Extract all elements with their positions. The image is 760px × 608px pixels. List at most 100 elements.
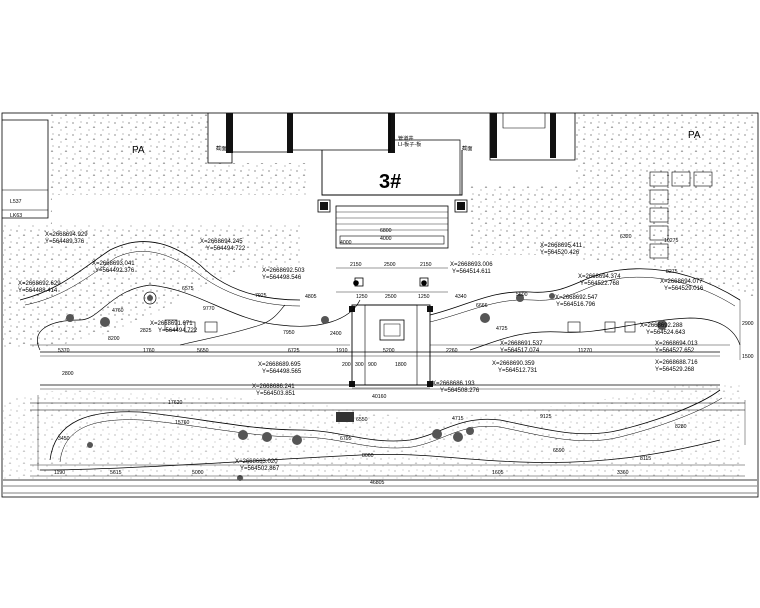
fixtures	[164, 280, 636, 333]
coord-x: X=2668695.411	[540, 243, 583, 249]
coord-x: X=2668689.695	[258, 362, 301, 368]
dim-label: 6550	[356, 417, 368, 423]
tree-symbol	[262, 432, 272, 442]
dim-label: 4000	[380, 236, 392, 242]
main-road	[30, 351, 745, 411]
dim-label: 2150	[420, 262, 432, 268]
coord-x: X=2668694.013	[655, 341, 698, 347]
tree-symbol	[66, 314, 74, 322]
coord-y: Y=564489.376	[45, 239, 85, 245]
dim-label: 5600	[516, 292, 528, 298]
coord-y: Y=564514.611	[452, 269, 491, 275]
dim-label: 2500	[385, 294, 397, 300]
pa-label-left: PA	[132, 145, 145, 156]
coord-y: Y=564488.414	[18, 288, 58, 294]
dim-label: 4000	[340, 240, 352, 246]
dim-label: 2260	[446, 348, 458, 354]
coord-x: X=2668686.241	[252, 384, 295, 390]
dim-label: 1605	[492, 470, 504, 476]
dimension-labels: 6800 4000 2150 2500 2150 1250 2500 1250 …	[54, 228, 754, 486]
coord-y: Y=564529.016	[664, 286, 704, 292]
dim-label: 6800	[380, 228, 392, 234]
dim-label: 2150	[350, 262, 362, 268]
coord-x: X=2668693.006	[450, 262, 493, 268]
tree-symbol	[87, 442, 93, 448]
section-label-1: 截面	[216, 144, 226, 152]
dim-label: 2800	[62, 371, 74, 377]
coordinate-labels: X=2668694.929 Y=564489.376 X=2668694.245…	[18, 232, 704, 472]
dim-label: 6575	[182, 286, 194, 292]
dim-label: 4340	[455, 294, 467, 300]
dim-label: 1800	[395, 362, 407, 368]
entrance-stairs	[317, 199, 468, 249]
dim-label: 9770	[203, 306, 215, 312]
floor-label: LI-板子-板	[398, 140, 422, 148]
dim-label: 5650	[197, 348, 209, 354]
coord-y: Y=564516.796	[556, 302, 596, 308]
coord-y: Y=564494.722	[158, 328, 198, 334]
dim-label: 2825	[140, 328, 152, 334]
dim-label: 6725	[288, 348, 300, 354]
dim-label: 4715	[452, 416, 464, 422]
curved-walkways	[19, 241, 741, 471]
dim-label: 1250	[356, 294, 368, 300]
dim-label: 200	[342, 362, 351, 368]
mark-label-1: L537	[10, 199, 22, 205]
adjacent-building-outline: L537 LK63	[2, 119, 49, 219]
dim-label: 4805	[305, 294, 317, 300]
tree-symbol	[466, 427, 474, 435]
tree-symbol	[292, 435, 302, 445]
dim-label: 1250	[418, 294, 430, 300]
dim-label: 5615	[110, 470, 122, 476]
tree-symbol	[657, 320, 667, 330]
coord-y: Y=564512.731	[498, 368, 538, 374]
tree-symbol	[516, 294, 524, 302]
dim-label: 8275	[666, 269, 678, 275]
dim-label: 11270	[578, 348, 592, 354]
dim-label: 10275	[664, 238, 679, 244]
building-label: 3#	[379, 171, 401, 193]
coord-x: X=2668693.041	[92, 261, 135, 267]
coord-y: Y=564492.376	[95, 268, 135, 274]
dim-label: 8200	[108, 336, 120, 342]
coord-y: Y=564498.565	[262, 369, 302, 375]
dim-label: 2900	[742, 321, 754, 327]
shaft-label: 管道井	[398, 134, 414, 142]
coord-x: X=2668686.193	[432, 381, 475, 387]
tree-symbol	[432, 429, 442, 439]
dim-label: 7925	[255, 293, 267, 299]
coord-y: Y=564498.546	[262, 275, 302, 281]
tree-symbol	[321, 316, 329, 324]
dim-label: 15760	[175, 420, 190, 426]
dim-label: 6590	[553, 448, 565, 454]
dim-label: 4760	[112, 308, 124, 314]
tree-symbol	[147, 295, 153, 301]
coord-x: X=2668694.077	[660, 279, 703, 285]
coord-y: Y=564503.851	[256, 391, 296, 397]
dim-label: 6320	[620, 234, 632, 240]
dim-label: 4725	[496, 326, 508, 332]
coord-x: X=2668692.503	[262, 268, 305, 274]
coord-x: X=2668692.547	[555, 295, 598, 301]
coord-y: Y=564517.074	[500, 348, 540, 354]
coord-x: X=2668694.374	[578, 274, 621, 280]
dim-label: 8115	[640, 456, 651, 462]
coord-x: X=2668683.020	[235, 459, 278, 465]
coord-y: Y=564508.276	[440, 388, 480, 394]
dim-label: 3360	[617, 470, 629, 476]
stepping-stones	[649, 171, 713, 259]
dim-label: 5200	[383, 348, 395, 354]
dim-label: 7950	[283, 330, 295, 336]
coord-y: Y=564529.268	[655, 367, 695, 373]
trees	[66, 291, 667, 481]
coord-x: X=2668694.245	[200, 239, 243, 245]
coord-x: X=2668692.629	[18, 281, 61, 287]
dim-label: 1500	[742, 354, 754, 360]
tree-symbol	[480, 313, 490, 323]
mark-label-2: LK63	[10, 213, 22, 219]
lawn-hatch	[3, 113, 758, 480]
dim-label: 3450	[58, 436, 70, 442]
coord-x: X=2668691.537	[500, 341, 543, 347]
building-3: 3# 管道井 LI-板子-板 截面 截面	[207, 112, 576, 196]
